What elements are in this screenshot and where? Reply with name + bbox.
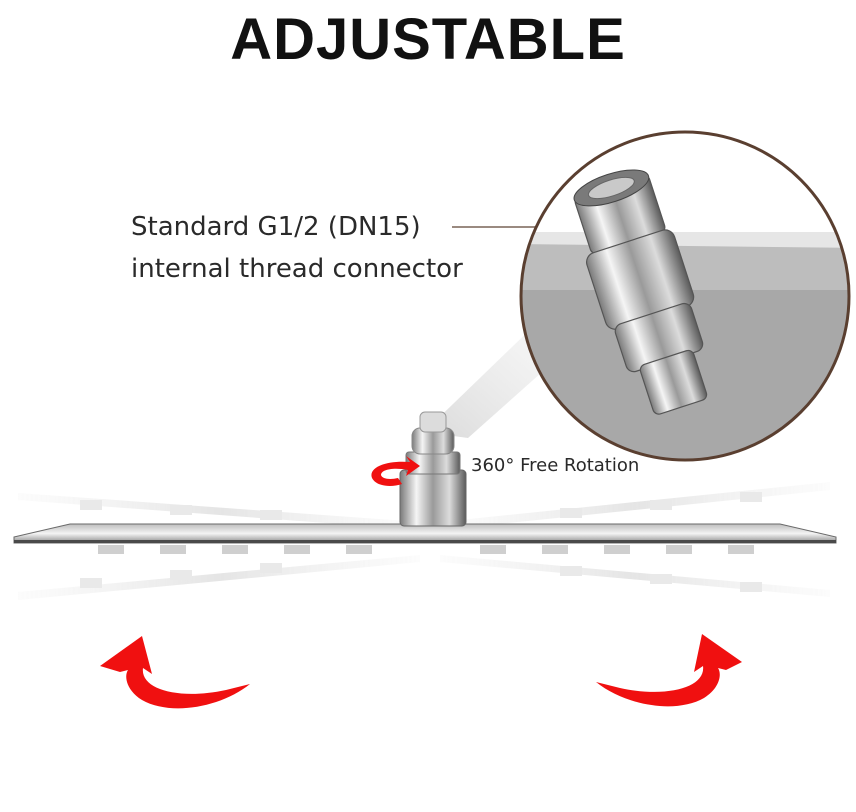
curved-arrow-right-icon	[596, 634, 742, 707]
ghost-plates	[18, 482, 830, 600]
ball-joint-connector	[399, 411, 467, 527]
rotation-arrow-icon	[371, 456, 420, 486]
rotation-label: 360° Free Rotation	[471, 455, 640, 476]
callout-line-1: Standard G1/2 (DN15)	[131, 212, 421, 242]
callout-line-2: internal thread connector	[131, 254, 463, 284]
shower-plate	[13, 523, 837, 554]
zoom-beam	[424, 320, 560, 438]
headline: ADJUSTABLE	[230, 7, 626, 72]
curved-arrow-left-icon	[100, 636, 250, 709]
connector-closeup-inset	[519, 130, 851, 462]
connector-callout: Standard G1/2 (DN15) internal thread con…	[131, 206, 463, 290]
